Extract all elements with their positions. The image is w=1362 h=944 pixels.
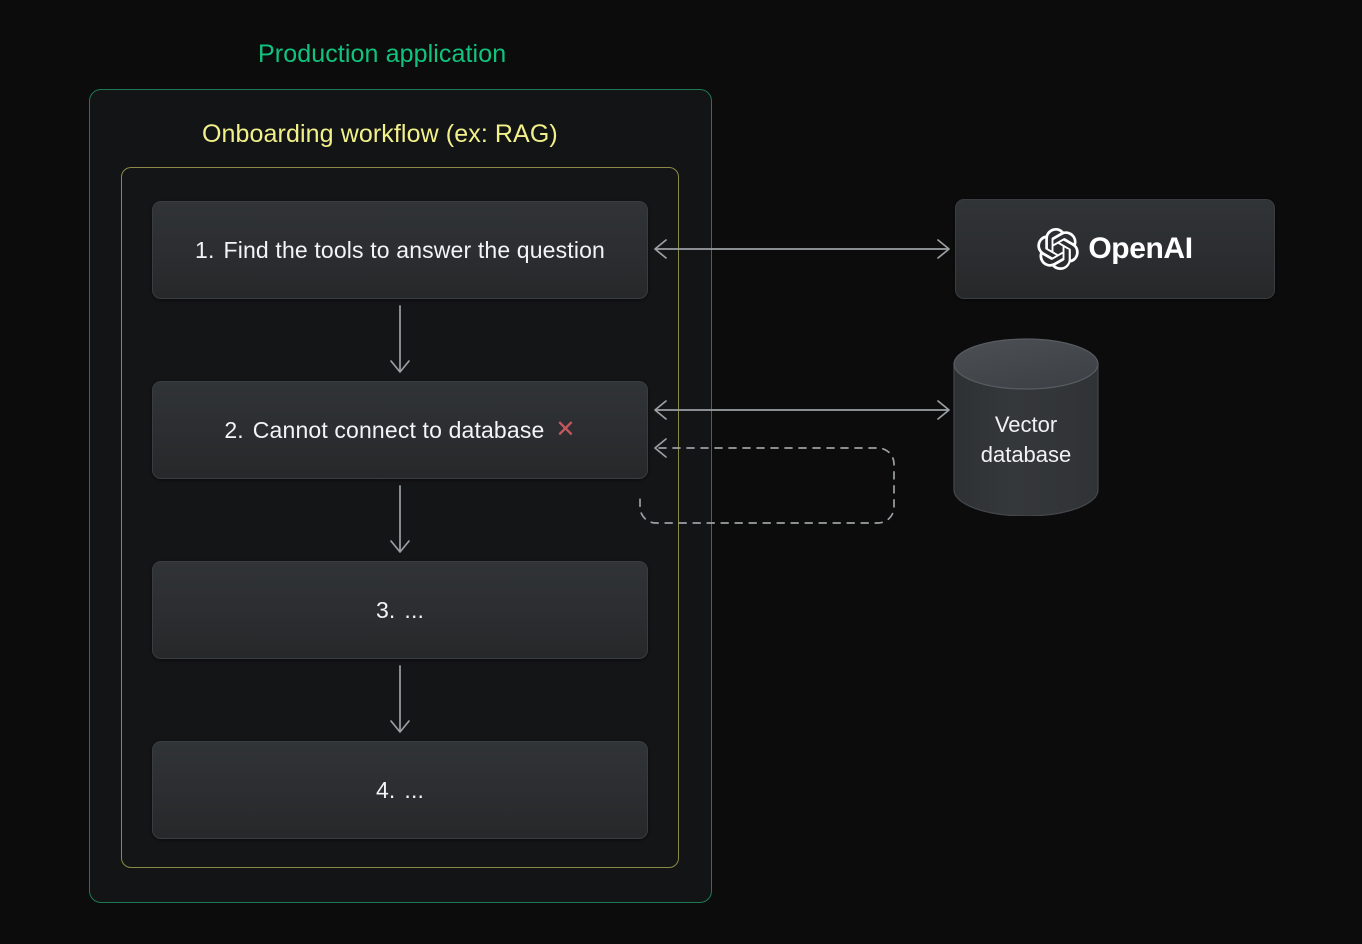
error-x-icon: ✕ bbox=[555, 416, 576, 443]
workflow-step-1[interactable]: 1. Find the tools to answer the question bbox=[152, 201, 648, 299]
openai-label: OpenAI bbox=[1088, 232, 1193, 265]
openai-blossom-icon bbox=[1037, 228, 1080, 270]
database-cylinder-icon[interactable] bbox=[953, 338, 1099, 517]
openai-node[interactable]: OpenAI bbox=[955, 199, 1275, 299]
workflow-step-3[interactable]: 3. ... bbox=[152, 561, 648, 659]
workflow-step-4[interactable]: 4. ... bbox=[152, 741, 648, 839]
workflow-step-2[interactable]: 2. Cannot connect to database ✕ bbox=[152, 381, 648, 479]
step-1-number: 1. bbox=[195, 236, 215, 263]
step-4-number: 4. bbox=[375, 776, 396, 803]
production-application-label: Production application bbox=[258, 40, 507, 68]
onboarding-workflow-label: Onboarding workflow (ex: RAG) bbox=[202, 120, 558, 148]
step-2-text: Cannot connect to database bbox=[252, 416, 545, 443]
step-3-text: ... bbox=[404, 596, 425, 623]
step-1-text: Find the tools to answer the question bbox=[223, 236, 605, 263]
step-4-text: ... bbox=[404, 776, 425, 803]
step-2-number: 2. bbox=[224, 416, 244, 443]
step-3-number: 3. bbox=[375, 596, 396, 623]
